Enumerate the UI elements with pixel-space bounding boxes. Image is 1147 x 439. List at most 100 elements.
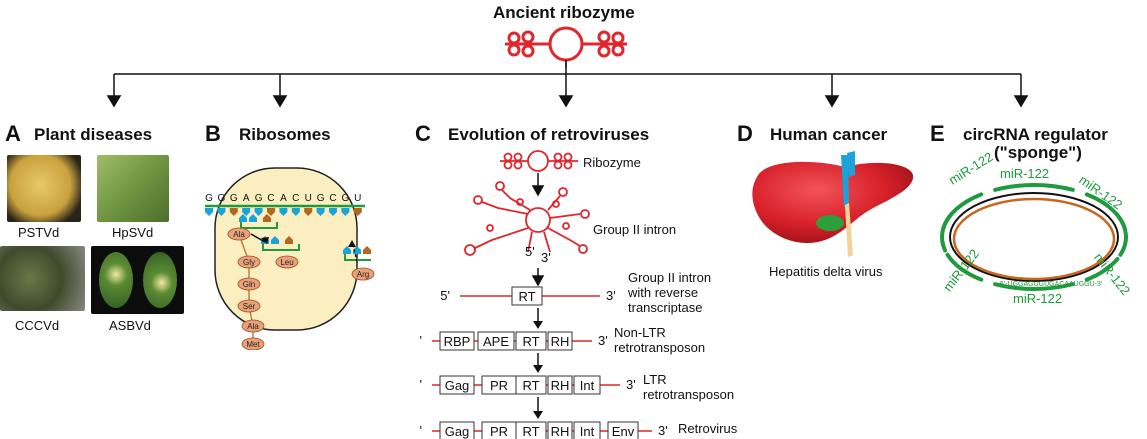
mrna-base: G (255, 193, 263, 204)
mrna-base: A (243, 193, 250, 204)
stage2-gene-label: APE (483, 334, 509, 349)
top-ribozyme-icon (505, 26, 627, 68)
ribozyme-small-icon (500, 150, 578, 172)
intron-five-prime: 5' (525, 244, 535, 259)
amino-acid-bead (241, 319, 265, 333)
codon-mark (229, 208, 238, 216)
codon-mark (353, 208, 362, 216)
panel-c-title: Evolution of retroviruses (448, 125, 650, 144)
amino-acid-label: Gln (243, 280, 255, 289)
stage2-gene-box (515, 331, 547, 351)
panel-b-title: Ribosomes (239, 125, 331, 144)
stage2-gene-box (547, 331, 573, 351)
circrna-binding-ring (952, 197, 1116, 281)
stage4-gene-label: RT (522, 424, 539, 439)
stage4-gene-label: PR (490, 424, 508, 439)
stage4-label: Retrovirus (678, 421, 738, 436)
amino-acid-bead (237, 299, 261, 313)
mrna-base: C (267, 193, 274, 204)
codon-mark (304, 208, 313, 216)
stage1-gene-label: RT (518, 289, 535, 304)
stage4-gene-box (439, 421, 475, 439)
panel-a-title: Plant diseases (34, 125, 153, 144)
stage1-label: Group II intron with reverse transcripta… (628, 270, 712, 315)
stage4-gene-box (607, 421, 639, 439)
mrna-base: A (280, 193, 287, 204)
amino-acid-label: Ala (233, 230, 245, 239)
stage3-label: LTR retrotransposon (643, 372, 735, 402)
mirna-arc-bottom-right (1084, 256, 1120, 282)
stage3-five-prime: 5' (420, 377, 422, 392)
group-ii-intron-label: Group II intron (593, 222, 677, 237)
stage4-gene-box (547, 421, 573, 439)
panel-c-letter: C (415, 121, 431, 146)
mrna-base: G (218, 193, 226, 204)
stage-arrow-head (533, 365, 543, 373)
stage4-three-prime: 3' (658, 423, 668, 438)
mir-label-bottom: miR-122 (1013, 291, 1063, 306)
stage2-label: Non-LTR retrotransposon (614, 325, 706, 355)
stage4-gene-label: RH (551, 424, 570, 439)
ribozyme-label: Ribozyme (583, 155, 641, 170)
anticodon-mark (363, 246, 371, 254)
codon-mark (291, 208, 300, 216)
peptidyl-arrow (250, 233, 266, 243)
circrna-svg (940, 183, 1128, 291)
stage2-gene-box (477, 331, 515, 351)
mrna-base: G (205, 193, 213, 204)
amino-acid-label: Ser (243, 302, 256, 311)
hdv-caption: Hepatitis delta virus (769, 264, 883, 279)
panel-d-letter: D (737, 121, 753, 146)
retro-svg: 5'3'RT5'3'RBPAPERTRH5'3'GagPRRTRHInt5'3'… (420, 150, 668, 439)
codon-mark (217, 208, 226, 216)
top-title: Ancient ribozyme (493, 3, 635, 22)
mir-seed-sequence: 5'-UGGAGUGUGACAAUGGU-3' (1000, 281, 1103, 288)
mirna-arc-bottom (993, 282, 1075, 291)
amino-acid-bead (227, 227, 251, 241)
group-ii-intron-icon (464, 181, 590, 256)
panel-e-title-1: circRNA regulator (963, 125, 1108, 144)
stage4-gene-label: Env (612, 424, 635, 439)
panel-d-title: Human cancer (770, 125, 888, 144)
hpsvd-photo (97, 155, 169, 222)
amino-acid-bead (351, 267, 375, 281)
mir-label-top: miR-122 (1000, 166, 1050, 181)
anticodon-mark (343, 246, 351, 254)
stage2-gene-label: RT (522, 334, 539, 349)
amino-acid-bead (275, 255, 299, 269)
stage4-gene-label: Gag (445, 424, 470, 439)
mrna-base: U (354, 193, 361, 204)
stage1-gene-box (511, 286, 543, 306)
stage3-gene-box (573, 375, 601, 395)
stage3-gene-box (547, 375, 573, 395)
stage3-gene-label: RT (522, 378, 539, 393)
tree-connectors (106, 60, 1029, 108)
stage3-three-prime: 3' (626, 377, 636, 392)
amino-acid-label: Leu (280, 258, 293, 267)
stage2-gene-box (439, 331, 475, 351)
stage4-five-prime: 5' (420, 423, 422, 438)
stage2-three-prime: 3' (598, 333, 608, 348)
anticodon-mark (239, 214, 247, 222)
amino-acid-bead (237, 277, 261, 291)
codon-mark (242, 208, 251, 216)
stage4-gene-box (515, 421, 547, 439)
mrna-base: G (317, 193, 325, 204)
codon-mark (267, 208, 275, 216)
stage1-five-prime: 5' (440, 288, 450, 303)
cccvd-photo (0, 246, 85, 311)
stage2-gene-label: RH (551, 334, 570, 349)
mrna-base: G (342, 193, 350, 204)
codon-mark (254, 208, 263, 216)
mirna-arc-left (940, 213, 953, 253)
panel-e-title-2: ("sponge") (994, 143, 1082, 162)
intron-three-prime: 3' (541, 250, 551, 265)
amino-acid-bead (237, 255, 261, 269)
mirna-arc-bottom-left (945, 252, 984, 282)
stage1-three-prime: 3' (606, 288, 616, 303)
mrna-base: C (292, 193, 299, 204)
mrna-base: C (329, 193, 336, 204)
